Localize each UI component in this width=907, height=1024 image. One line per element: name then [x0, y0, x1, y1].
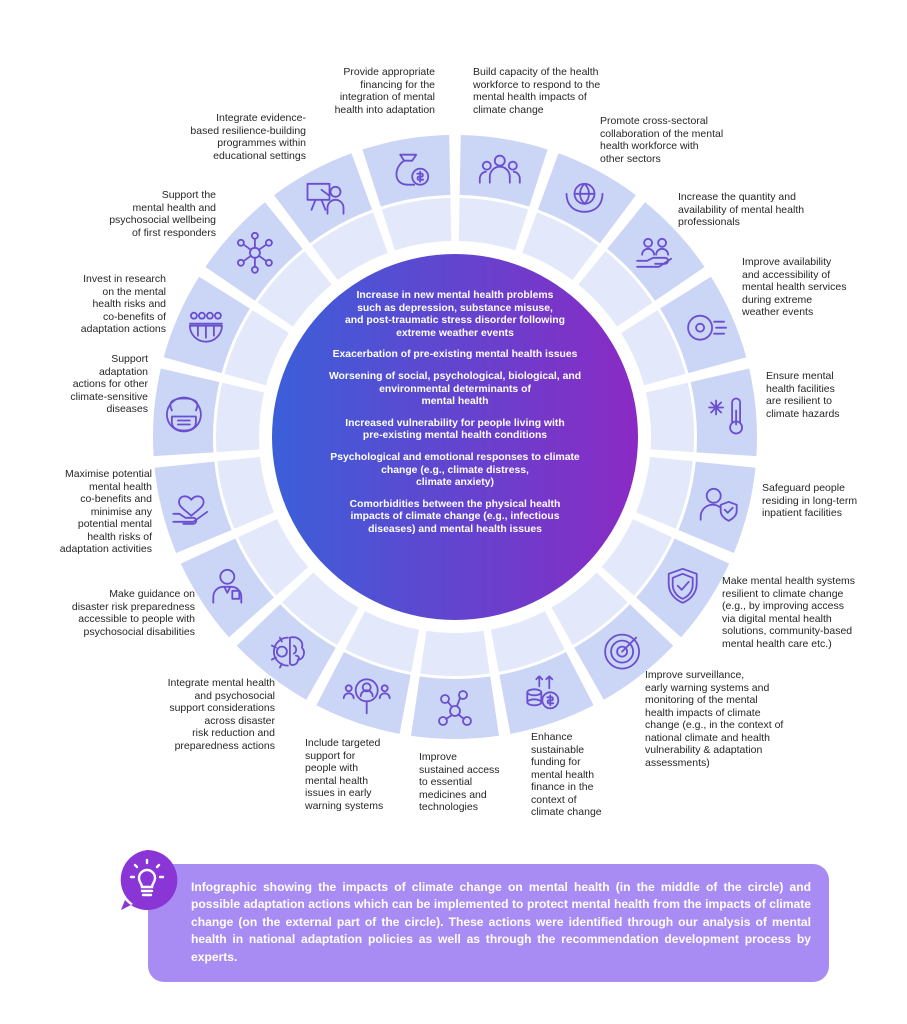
action-segment-inner	[635, 456, 693, 529]
network-people-icon	[236, 231, 273, 274]
action-segment-inner	[216, 382, 265, 453]
action-label: Make mental health systems resilient to …	[722, 575, 856, 650]
action-segment	[153, 368, 220, 457]
heart-in-hand-icon	[172, 495, 209, 525]
action-segment	[678, 461, 756, 553]
action-label: Ensure mental health facilities are resi…	[766, 370, 840, 420]
action-label: Support the mental health and psychosoci…	[109, 189, 216, 239]
action-segment-inner	[578, 251, 653, 327]
magnifier-people-icon	[342, 678, 391, 715]
impact-item: Psychological and emotional responses to…	[330, 451, 580, 489]
impact-item: Worsening of social, psychological, biol…	[328, 370, 582, 408]
action-segment-inner	[224, 310, 289, 386]
molecule-network-icon	[438, 690, 472, 726]
action-label: Enhance sustainable funding for mental h…	[531, 731, 602, 818]
action-segment-inner	[551, 572, 628, 645]
impacts-list: Increase in new mental health problems s…	[305, 290, 605, 590]
brain-gear-icon	[270, 636, 305, 669]
action-segment-inner	[238, 519, 309, 596]
action-segment	[690, 368, 757, 457]
action-label: Support adaptation actions for other cli…	[70, 353, 148, 415]
action-segment	[274, 153, 373, 244]
action-segment-inner	[645, 382, 694, 453]
action-segment-inner	[621, 310, 686, 386]
impact-item: Comorbidities between the physical healt…	[349, 498, 561, 535]
caption-box: Infographic showing the impacts of clima…	[148, 864, 829, 982]
impact-item: Increased vulnerability for people livin…	[345, 417, 565, 442]
action-segment-inner	[381, 198, 452, 251]
caption-text: Infographic showing the impacts of clima…	[191, 880, 811, 964]
action-segment	[574, 604, 674, 700]
action-segment-inner	[601, 519, 672, 596]
snowflake-thermometer-icon	[708, 397, 743, 435]
action-label: Invest in research on the mental health …	[80, 273, 166, 335]
action-segment	[459, 135, 548, 207]
action-label: Improve sustained access to essential me…	[419, 751, 500, 813]
impact-item: Exacerbation of pre-existing mental heal…	[332, 349, 578, 361]
action-segment-inner	[217, 456, 275, 529]
action-segment-inner	[282, 572, 359, 645]
action-segment	[537, 153, 636, 244]
impacts-circle	[272, 254, 638, 620]
action-label: Include targeted support for people with…	[305, 737, 384, 812]
money-bag-icon	[395, 153, 430, 186]
person-badge-icon	[212, 568, 243, 604]
action-segment-inner	[458, 198, 529, 251]
people-globe-icon	[188, 311, 223, 343]
action-label: Integrate evidence- based resilience-bui…	[190, 112, 306, 162]
action-label: Make guidance on disaster risk preparedn…	[71, 588, 195, 638]
action-label: Improve availability and accessibility o…	[742, 256, 847, 318]
action-segment	[180, 538, 274, 638]
radar-icon	[604, 633, 640, 670]
action-segment	[316, 652, 411, 734]
person-shield-icon	[699, 487, 738, 522]
action-segment-inner	[311, 212, 388, 281]
action-label: Promote cross-sectoral collaboration of …	[600, 115, 724, 165]
adaptation-wheel	[153, 135, 757, 739]
action-segment-inner	[420, 630, 490, 676]
action-segment-inner	[257, 251, 332, 327]
action-label: Safeguard people residing in long-term i…	[762, 482, 858, 519]
hurricane-wind-icon	[687, 314, 727, 341]
action-segment	[154, 461, 232, 553]
action-label: Provide appropriate financing for the in…	[334, 66, 435, 116]
action-segment-inner	[522, 212, 599, 281]
action-segment	[411, 676, 499, 739]
action-segment-inner	[490, 611, 565, 672]
shield-check-icon	[667, 567, 698, 604]
coins-growth-icon	[526, 675, 560, 710]
health-workforce-icon	[478, 154, 521, 184]
teacher-board-icon	[306, 182, 345, 215]
action-label: Improve surveillance, early warning syst…	[645, 669, 784, 769]
action-segment-inner	[345, 611, 420, 672]
action-label: Maximise potential mental health co-bene…	[59, 468, 152, 555]
action-segment	[607, 202, 705, 301]
action-label: Increase the quantity and availability o…	[678, 191, 805, 228]
face-mask-icon	[165, 396, 202, 433]
action-segment	[205, 202, 303, 301]
people-on-hand-icon	[636, 237, 672, 268]
globe-in-hands-icon	[565, 182, 604, 213]
action-label: Integrate mental health and psychosocial…	[167, 677, 275, 752]
lightbulb-icon	[120, 849, 178, 910]
action-segment	[362, 135, 451, 207]
action-label: Build capacity of the health workforce t…	[473, 66, 601, 116]
impact-item: Increase in new mental health problems s…	[345, 290, 565, 339]
